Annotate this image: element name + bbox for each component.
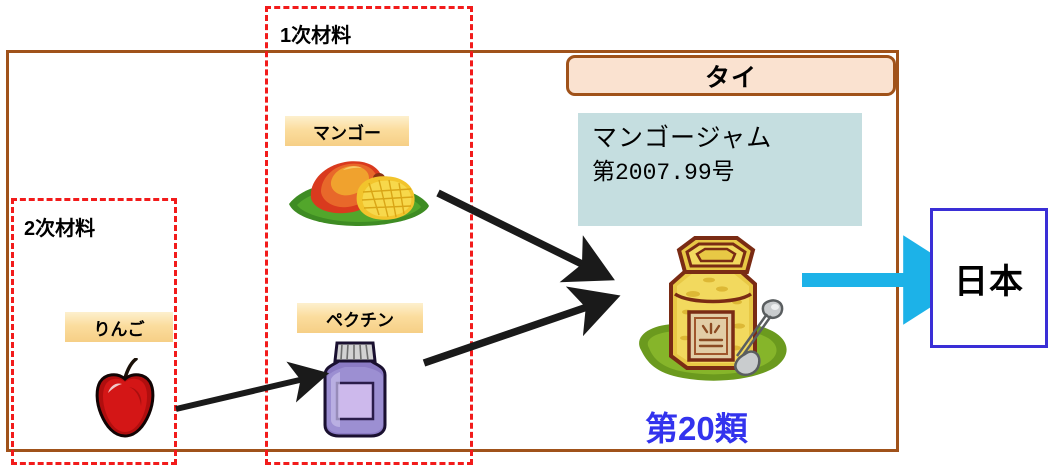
destination-box-japan: 日本 (930, 208, 1048, 348)
group-label-secondary-materials: 2次材料 (24, 218, 96, 240)
product-hs-code-text: 第2007.99号 (592, 159, 735, 186)
material-label-apple: りんご (65, 312, 173, 342)
product-info-panel: マンゴージャム 第2007.99号 (578, 113, 862, 226)
product-name-text: マンゴージャム (592, 124, 773, 152)
jam-jar-icon (627, 228, 805, 400)
material-label-mango: マンゴー (285, 116, 409, 146)
mango-icon (283, 152, 435, 230)
country-container-thailand (6, 50, 899, 452)
material-label-pectin: ペクチン (297, 303, 423, 333)
apple-icon (92, 357, 158, 440)
pectin-jar-icon (313, 335, 397, 441)
hs-class-caption: 第20類 (645, 410, 748, 447)
group-label-primary-materials: 1次材料 (280, 25, 352, 47)
group-box-secondary-materials: 2次材料 (11, 198, 177, 465)
country-title-banner: タイ (566, 55, 896, 96)
